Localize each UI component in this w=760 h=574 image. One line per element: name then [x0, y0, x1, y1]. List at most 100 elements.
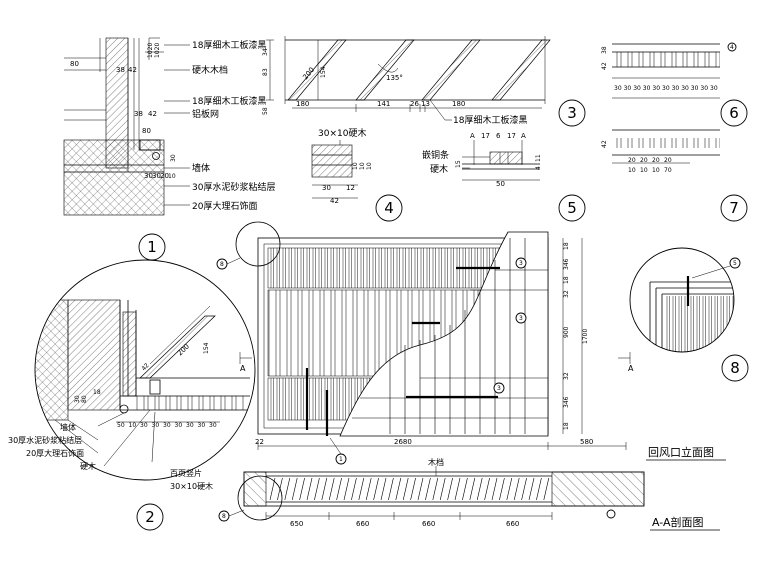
- louver-blade: [373, 477, 379, 501]
- label-board-paint-1: 18厚细木工板漆黑: [192, 39, 266, 51]
- detail-8: 5 8: [629, 247, 749, 382]
- elevation-view: A A 3 3 3 8 1 2680 580 22 18 346 18 32 9…: [216, 221, 726, 465]
- section-mark-left: A: [240, 364, 246, 373]
- label-copper-inlay: 嵌铜条: [422, 149, 449, 161]
- dim-elev-w3: 22: [255, 438, 264, 446]
- label-aluminum-mesh: 铝板网: [192, 108, 219, 120]
- dim-d5-c: 6: [496, 132, 501, 140]
- label-wood-cleat: 木档: [428, 457, 444, 467]
- label-board-paint-2: 18厚细木工板漆黑: [192, 95, 266, 107]
- dim-d1-m: 10: [168, 173, 176, 180]
- dim-d3-h: 83: [262, 68, 269, 76]
- louver-blade: [351, 477, 357, 501]
- louver-blade: [462, 477, 468, 501]
- dim-d3-j: 135°: [386, 74, 403, 82]
- detail-number-7: 7: [729, 199, 739, 217]
- dim-d2-f: 42: [140, 362, 150, 372]
- dim-d1-i: 30: [170, 154, 177, 162]
- dim-d3-b: 141: [377, 100, 390, 108]
- marble-block: [35, 299, 69, 421]
- dim-elev-h6: 1700: [582, 329, 589, 344]
- title-elevation: 回风口立面图: [648, 445, 714, 459]
- ref-3-c: 3: [497, 385, 501, 392]
- dim-d1-j: 30: [144, 172, 153, 180]
- dim-d1-l: 20: [160, 172, 169, 180]
- dim-sect-b: 660: [356, 520, 369, 528]
- detail-6-dim: 30: [710, 85, 718, 92]
- label-hardwood-30x10-b: 30×10硬木: [170, 481, 213, 491]
- detail-number-1: 1: [147, 238, 157, 256]
- wall-block: [67, 299, 121, 411]
- label-board-paint-3: 18厚细木工板漆黑: [453, 114, 527, 126]
- louver-blade: [358, 477, 365, 501]
- label-hardwood-30x10-a: 30×10硬木: [318, 127, 366, 139]
- louver-blade: [336, 477, 342, 501]
- dim-d1-k: 30: [152, 172, 161, 180]
- detail-2-dim: 30: [140, 422, 148, 429]
- detail-2-dim: 30: [152, 422, 160, 429]
- detail-7-dim-b: 70: [664, 167, 672, 174]
- ref-8: 8: [220, 261, 224, 268]
- detail-7-dim-b: 10: [640, 167, 648, 174]
- label-wall-1: 墙体: [192, 162, 210, 174]
- ref-3-b: 3: [519, 315, 523, 322]
- detail-6-dim: 30: [662, 85, 670, 92]
- dim-d6-a: 42: [601, 62, 608, 70]
- detail-6-dim: 30: [672, 85, 680, 92]
- louver-blade: [306, 477, 313, 501]
- dim-d4-a: 30: [322, 184, 331, 192]
- louver-blade: [314, 477, 320, 501]
- louver-blade: [299, 477, 305, 501]
- dim-d3-d: 13: [421, 100, 430, 108]
- detail-2-dim: 30: [175, 422, 183, 429]
- detail-2-dim: 30: [209, 422, 217, 429]
- louver-blade: [284, 477, 291, 501]
- louver-blade: [343, 477, 350, 501]
- dim-elev-h8: 346: [563, 396, 570, 408]
- dim-elev-h3: 18: [563, 276, 570, 284]
- ref-8-b: 8: [222, 513, 226, 520]
- dim-d1-g: 42: [148, 110, 157, 118]
- detail-2-dim: 50: [117, 422, 125, 429]
- label-hardwood-cleat: 硬木木档: [192, 64, 228, 76]
- louver-blade: [521, 477, 527, 501]
- detail-6-dim: 30: [643, 85, 651, 92]
- ref-1: 1: [339, 456, 343, 463]
- dim-d2-c: 30: [74, 395, 81, 403]
- detail-6-dim: 30: [614, 85, 622, 92]
- louver-blade: [321, 477, 328, 501]
- detail-7-dim-b: 10: [628, 167, 636, 174]
- dim-sect-d: 660: [506, 520, 519, 528]
- detail-6-dim: 30: [691, 85, 699, 92]
- dim-d4-e: 10: [359, 162, 366, 170]
- dim-d1-e: 1020: [154, 43, 161, 58]
- louver-blade: [469, 477, 476, 501]
- dim-d5-h: 4: [535, 166, 542, 170]
- dim-elev-h5: 900: [563, 326, 570, 338]
- dim-d4-b: 12: [346, 184, 355, 192]
- detail-2-dim: 30: [186, 422, 194, 429]
- louver-blade: [439, 477, 446, 501]
- dim-d5-e: A: [521, 132, 526, 140]
- louver-blade: [328, 477, 335, 501]
- dim-sect-c: 660: [422, 520, 435, 528]
- dim-d2-e: 18: [93, 389, 101, 396]
- detail-2-dim: 30: [163, 422, 171, 429]
- dim-d3-c: 26: [410, 100, 419, 108]
- detail-7-dim-a: 20: [664, 157, 672, 164]
- wall-column: [105, 37, 129, 169]
- dim-elev-h4: 32: [563, 290, 570, 298]
- louver-blade: [425, 477, 431, 501]
- dim-d3-e: 180: [452, 100, 465, 108]
- louver-blade: [476, 477, 483, 501]
- frame-column: [122, 311, 137, 397]
- detail-7-dim-a: 20: [628, 157, 636, 164]
- louver-blade: [499, 477, 505, 501]
- dim-d5-a: A: [470, 132, 475, 140]
- section-louvers: [269, 477, 550, 501]
- dim-elev-w1: 2680: [394, 438, 412, 446]
